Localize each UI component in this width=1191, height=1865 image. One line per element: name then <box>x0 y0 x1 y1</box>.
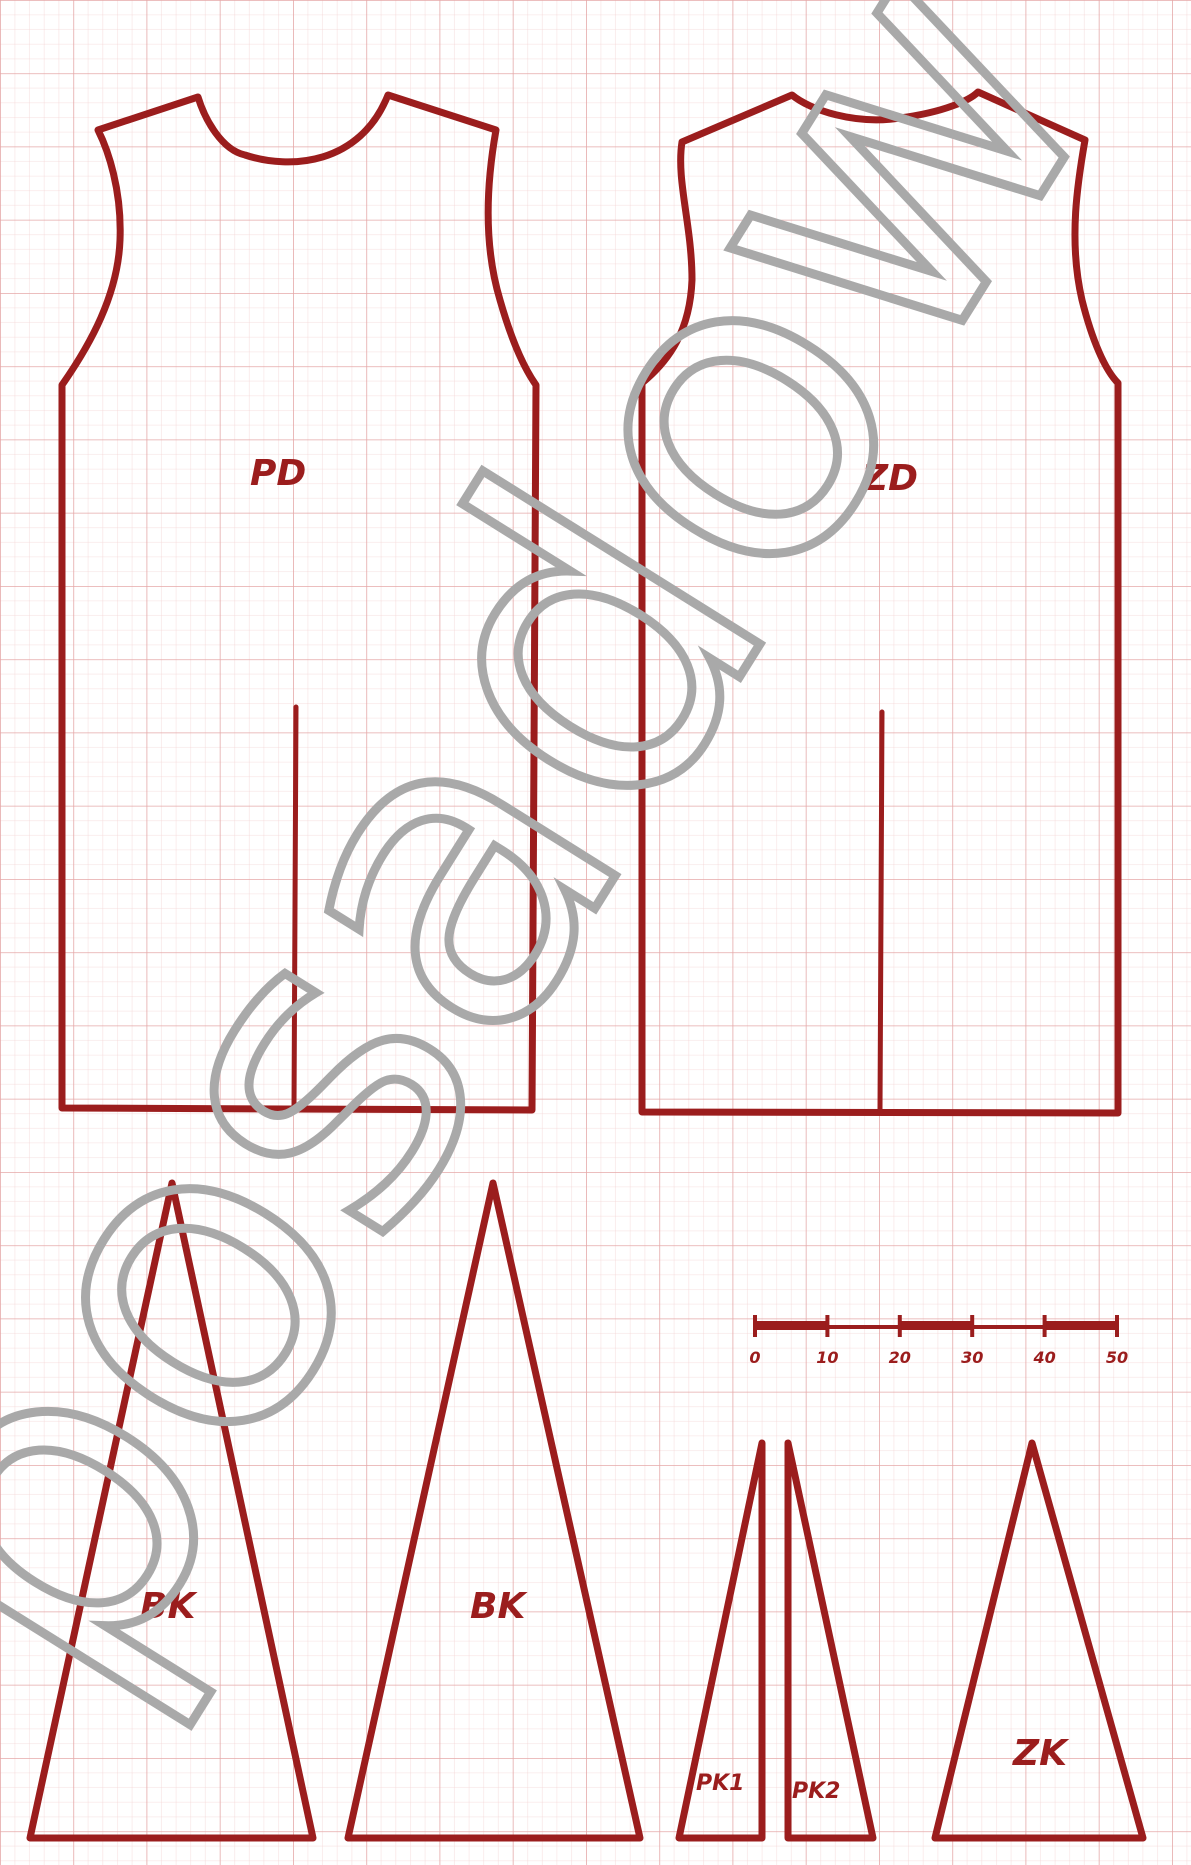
side-gore-1-outline <box>26 1179 317 1842</box>
side-gore-2-label: BK <box>470 1586 528 1627</box>
back-slit <box>877 709 885 1113</box>
scale-bar-segment <box>1044 1321 1117 1330</box>
side-gore-1-label: BK <box>140 1586 198 1627</box>
front-gore-1-outline <box>675 1439 766 1842</box>
back-gore-outline <box>931 1439 1147 1842</box>
scale-bar-tick-label: 0 <box>749 1348 760 1367</box>
front-piece-label: PD <box>250 453 306 494</box>
back-gore: ZK <box>931 1439 1147 1842</box>
front-gore-2: PK2 <box>784 1439 877 1842</box>
front-piece-outline <box>58 91 540 1114</box>
scale-bar-segment <box>899 1321 973 1330</box>
back-gore-label: ZK <box>1012 1733 1070 1774</box>
scale-bar-tick-label: 40 <box>1032 1348 1055 1367</box>
scale-bar: 0 10 20 30 40 50 <box>749 1315 1128 1367</box>
side-gore-2: BK <box>344 1179 644 1842</box>
back-piece-outline <box>638 88 1122 1117</box>
back-piece: ZD <box>638 88 1122 1117</box>
scale-bar-tick-label: 50 <box>1106 1348 1128 1367</box>
front-gore-1: PK1 <box>675 1439 766 1842</box>
scale-bar-tick-label: 30 <box>961 1348 983 1367</box>
side-gore-2-outline <box>344 1179 644 1842</box>
scale-bar-tick-label: 20 <box>889 1348 911 1367</box>
scale-bar-segment <box>755 1321 828 1330</box>
scale-bar-tick-label: 10 <box>816 1348 838 1367</box>
front-gore-2-label: PK2 <box>792 1779 840 1804</box>
front-piece: PD <box>58 91 540 1114</box>
side-gore-1: BK <box>26 1179 317 1842</box>
front-slit <box>291 704 299 1110</box>
front-gore-2-outline <box>784 1439 877 1842</box>
front-gore-1-label: PK1 <box>696 1771 744 1796</box>
back-piece-label: ZD <box>861 458 918 499</box>
